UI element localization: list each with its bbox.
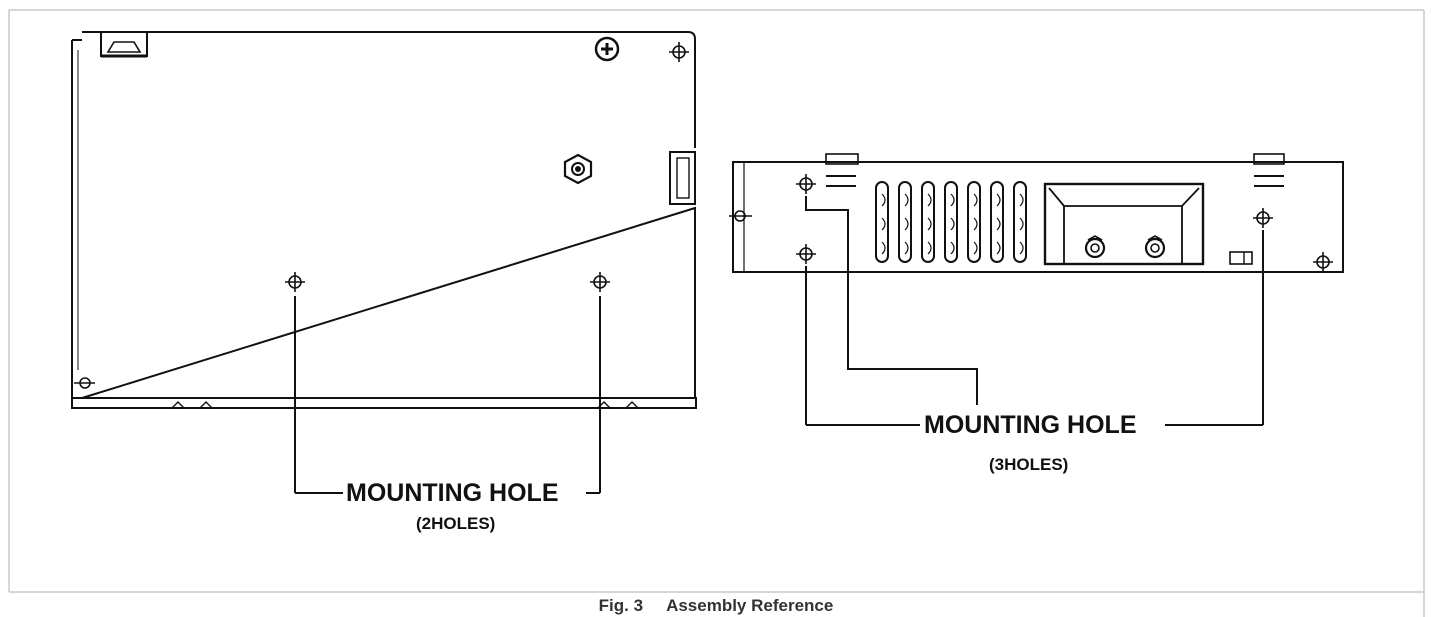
mounting-hole-icon bbox=[1312, 251, 1334, 273]
mounting-hole-icon bbox=[589, 271, 611, 293]
right-callout-leader bbox=[805, 196, 1264, 426]
left-callout-label: MOUNTING HOLE bbox=[346, 479, 559, 507]
mounting-hole-icon bbox=[668, 41, 690, 63]
vent-slot-details bbox=[881, 193, 1024, 255]
ground-marker-icon bbox=[74, 377, 95, 389]
figure-title: Assembly Reference bbox=[666, 596, 834, 615]
left-callout-leader bbox=[294, 296, 601, 494]
ground-marker-icon bbox=[729, 210, 752, 222]
mounting-hole-icon bbox=[795, 243, 817, 265]
left-callout-count: (2HOLES) bbox=[416, 514, 496, 533]
page-border bbox=[8, 9, 1425, 617]
right-callout-label: MOUNTING HOLE bbox=[924, 411, 1137, 439]
mounting-hole-icon bbox=[1252, 207, 1274, 229]
right-callout-count: (3HOLES) bbox=[989, 455, 1069, 474]
mounting-hole-icon bbox=[795, 173, 817, 195]
vent-slots bbox=[875, 181, 1027, 263]
terminal-screw-icon bbox=[1084, 235, 1166, 259]
figure-caption: Fig. 3 Assembly Reference bbox=[0, 597, 1432, 614]
mounting-hole-icon bbox=[284, 271, 306, 293]
right-view-unit bbox=[732, 153, 1344, 273]
left-view-unit bbox=[71, 31, 697, 409]
hex-nut-icon bbox=[563, 153, 593, 185]
screw-icon bbox=[594, 36, 620, 62]
figure-number: Fig. 3 bbox=[598, 596, 644, 615]
